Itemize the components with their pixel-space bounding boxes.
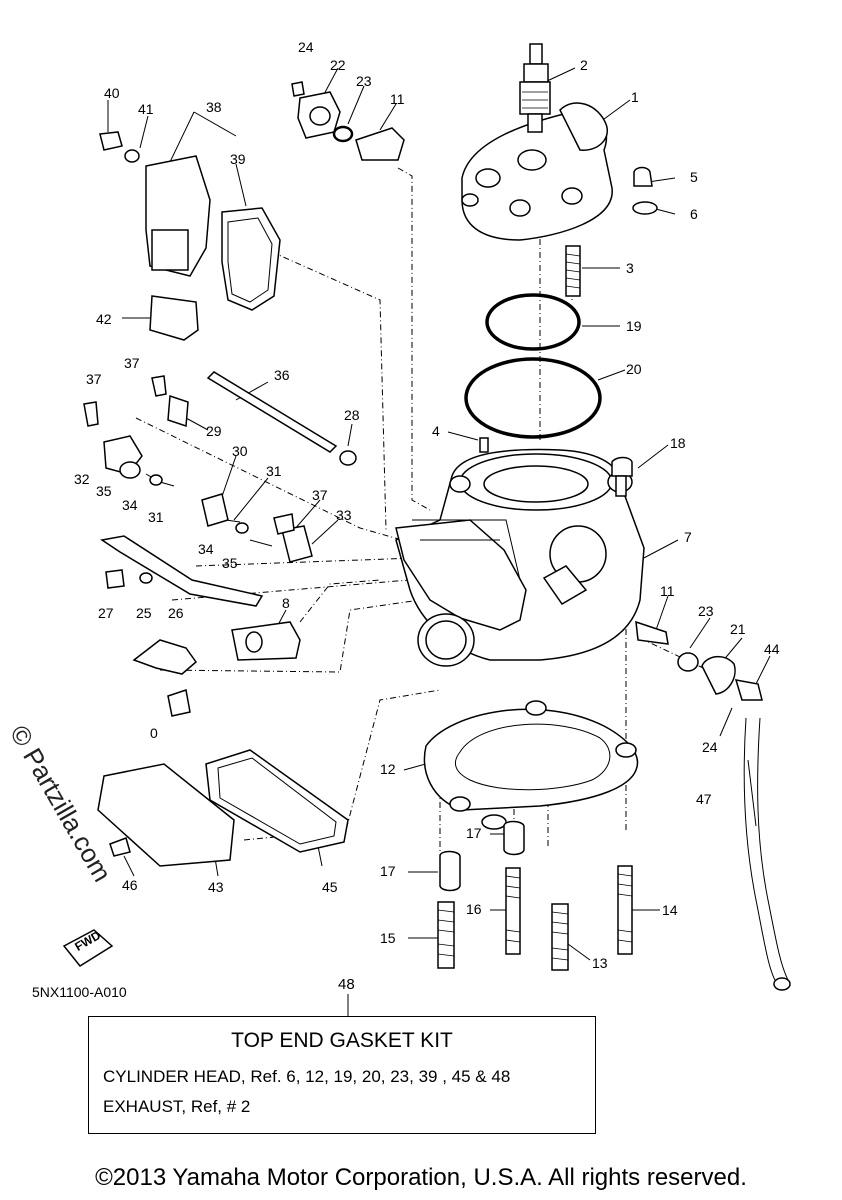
dowel-pin [479,437,489,453]
callout-45: 45 [322,879,338,895]
callout-32: 32 [74,471,90,487]
cap-nut-and-washer [632,166,658,215]
callout-16: 16 [466,901,482,917]
callout-17-upper: 17 [466,825,482,841]
callout-23-right: 23 [698,603,714,619]
dashed-assembly-lines [135,167,721,860]
kit-ref-number: 48 [338,976,355,993]
callout-46: 46 [122,877,138,893]
kit-exhaust-line: EXHAUST, Ref, # 2 [103,1097,251,1116]
kit-cylinder-head-line: CYLINDER HEAD, Ref. 6, 12, 19, 20, 23, 3… [103,1067,511,1086]
callout-11-top: 11 [390,91,405,107]
exhaust-valve-linkage [83,371,357,563]
callout-20: 20 [626,361,642,377]
exhaust-cover-and-gaskets [99,131,281,341]
callout-17-lower: 17 [380,863,396,879]
callout-24-top: 24 [298,39,314,55]
callout-19: 19 [626,318,642,334]
callout-33: 33 [336,507,352,523]
callout-1: 1 [631,89,639,105]
callout-39: 39 [230,151,246,167]
callout-23-top: 23 [356,73,372,89]
callout-35-right: 35 [222,555,238,571]
governor-lever-plate [100,535,264,607]
callout-26: 26 [168,605,184,621]
callout-6: 6 [690,206,698,222]
callout-partial: 0 [150,725,158,741]
valve-actuator [231,621,301,661]
callout-14: 14 [662,902,678,918]
callout-36: 36 [274,367,290,383]
callout-34-right: 34 [198,541,214,557]
callout-11-right: 11 [660,583,675,599]
callout-29: 29 [206,423,222,439]
callout-8: 8 [282,595,290,611]
callout-24-right: 24 [702,739,718,755]
head-o-rings [464,293,602,439]
kit-title: TOP END GASKET KIT [231,1029,453,1052]
callout-38: 38 [206,99,222,115]
callout-34-left: 34 [122,497,138,513]
callout-18: 18 [670,435,686,451]
callout-37-right: 37 [312,487,328,503]
callout-27: 27 [98,605,114,621]
spark-plug [519,43,551,133]
callout-31-left: 31 [148,509,164,525]
callout-30: 30 [232,443,248,459]
callout-22: 22 [330,57,346,73]
cylinder-flange-bolt [611,456,633,497]
hose [743,717,791,991]
callout-35-left: 35 [96,483,112,499]
callout-12: 12 [380,761,396,777]
exhaust-valve-assembly [395,519,527,667]
callout-47: 47 [696,791,712,807]
callout-2: 2 [580,57,588,73]
valve-cover-bracket [132,639,198,717]
callout-40: 40 [104,85,120,101]
thermostat-housing-top [291,81,405,161]
head-stud [565,245,581,297]
callout-4: 4 [432,423,440,439]
callout-3: 3 [626,260,634,276]
callout-28: 28 [344,407,360,423]
callout-25: 25 [136,605,152,621]
callout-37-left: 37 [86,371,102,387]
callout-37-upper: 37 [124,355,140,371]
base-studs-and-dowels [437,820,633,971]
callout-15: 15 [380,930,396,946]
callout-7: 7 [684,529,692,545]
side-cover-and-gasket [62,749,349,967]
cylinder-head [461,102,613,241]
copyright-footer: ©2013 Yamaha Motor Corporation, U.S.A. A… [95,1164,747,1191]
gasket-kit-box: TOP END GASKET KIT CYLINDER HEAD, Ref. 6… [88,1016,596,1134]
cylinder-base-gasket [423,700,639,830]
callout-5: 5 [690,169,698,185]
drain-plug [635,620,763,701]
callout-31-right: 31 [266,463,282,479]
callout-41: 41 [138,101,154,117]
callout-13: 13 [592,955,608,971]
drawing-code: 5NX1100-A010 [32,984,127,1000]
callout-43: 43 [208,879,224,895]
callout-42: 42 [96,311,112,327]
callout-44: 44 [764,641,780,657]
callout-numbers: 1 2 3 4 5 6 7 8 11 11 12 13 14 15 16 17 … [74,39,780,971]
callout-21: 21 [730,621,746,637]
